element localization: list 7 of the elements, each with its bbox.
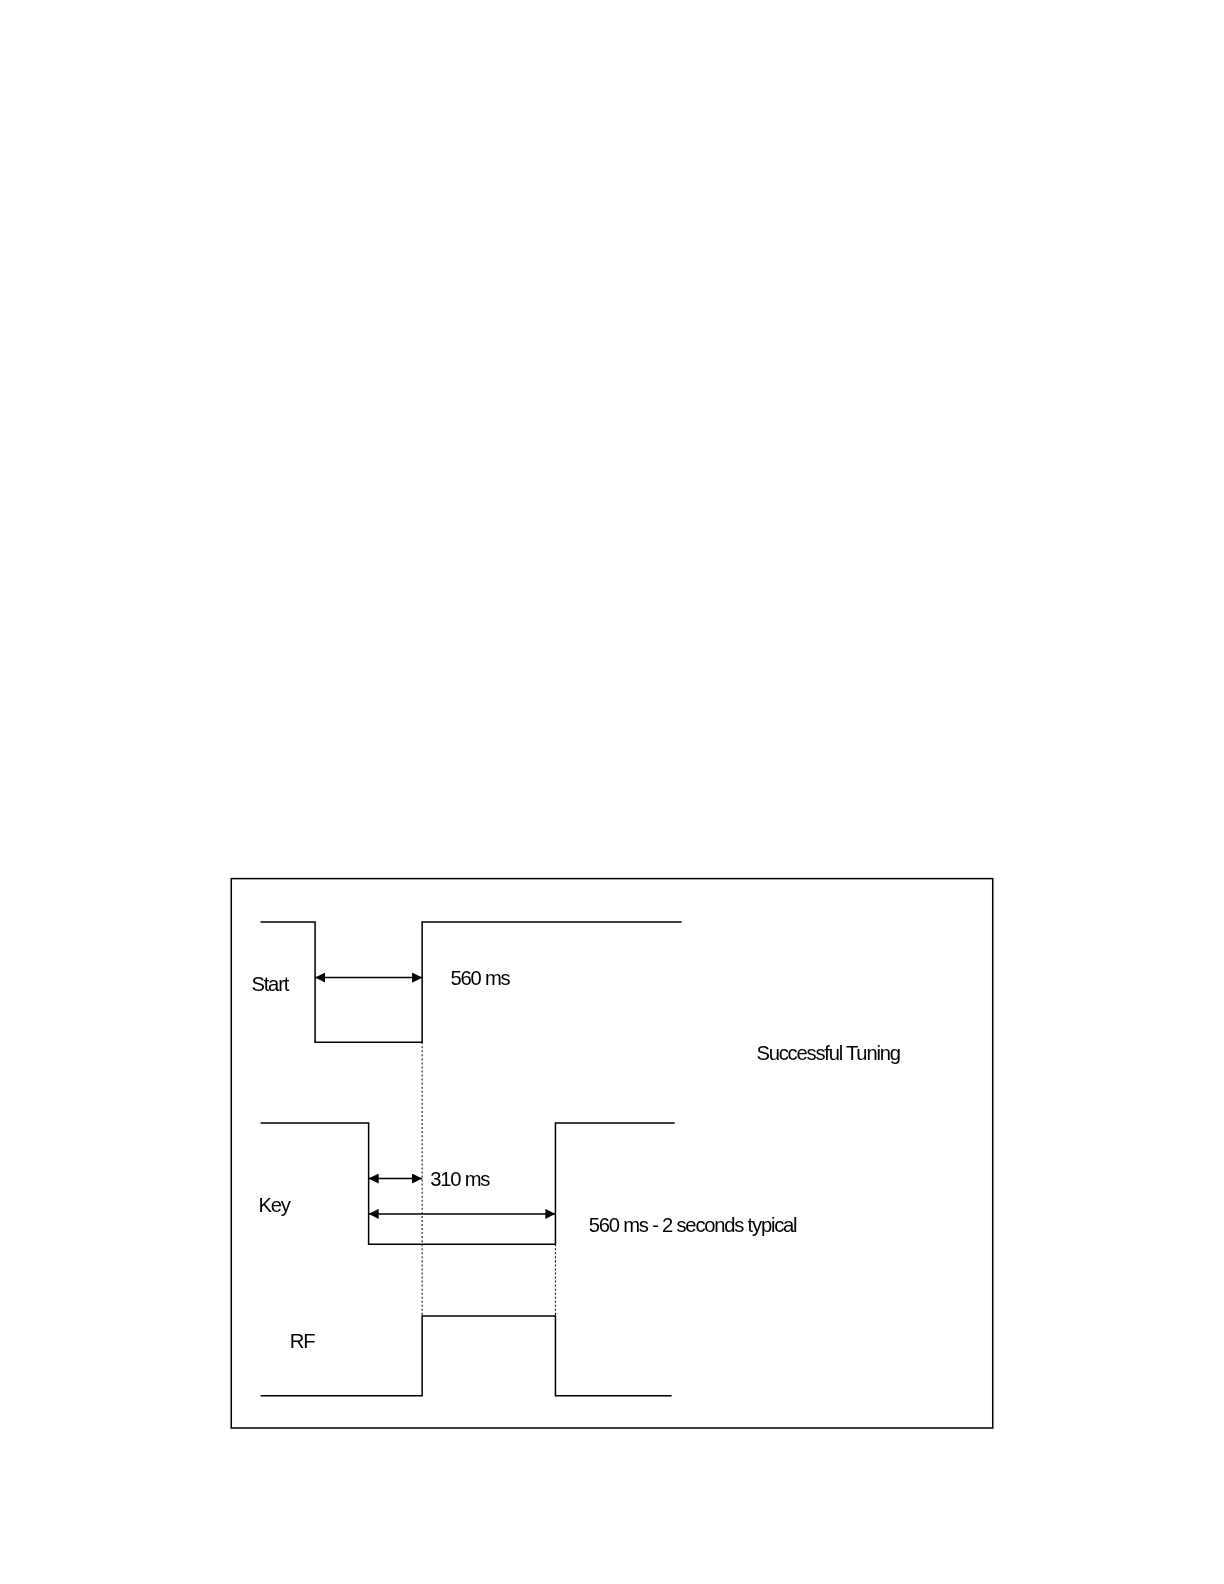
timing-label: 310 ms [430, 1167, 490, 1190]
diagram-heading: Successful Tuning [756, 1042, 900, 1065]
timing-label: 560 ms [450, 966, 510, 989]
signal-name: Key [258, 1193, 290, 1216]
timing-label: 560 ms - 2 seconds typical [588, 1213, 797, 1237]
signal-name: Start [251, 972, 289, 995]
signal-name: RF [289, 1330, 315, 1353]
